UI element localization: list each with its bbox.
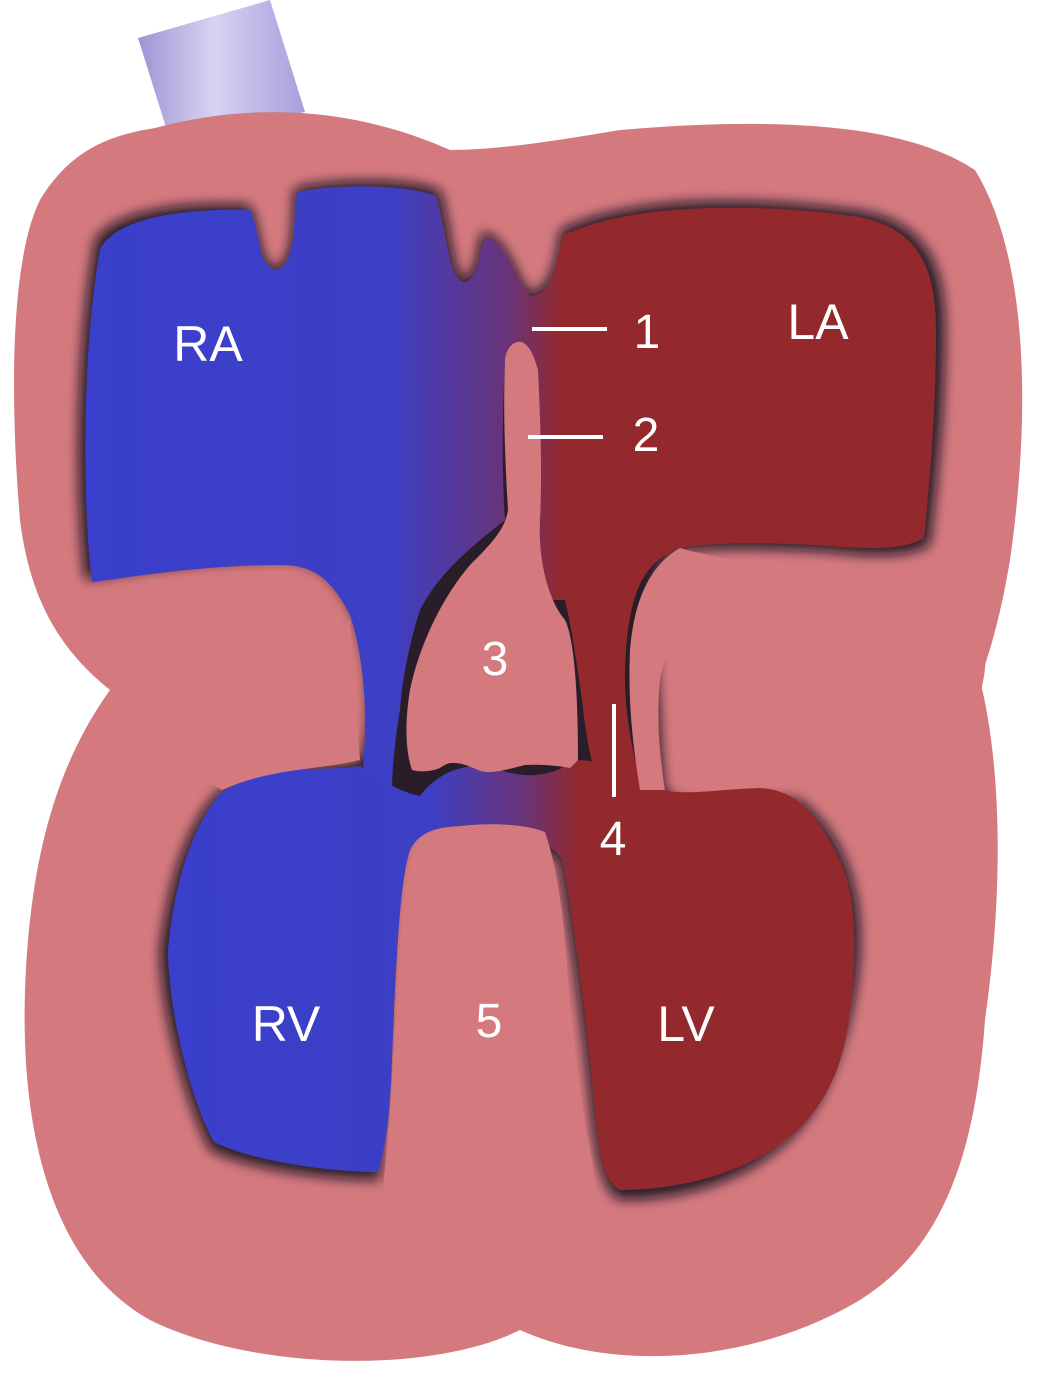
right-ventricle-label: RV <box>252 999 321 1049</box>
label-2: 2 <box>633 412 660 460</box>
label-5: 5 <box>476 998 503 1046</box>
left-ventricle-label: LV <box>657 999 714 1049</box>
label-3: 3 <box>482 636 509 684</box>
label-1: 1 <box>634 309 661 357</box>
left-atrium-label: LA <box>787 297 848 347</box>
label-4: 4 <box>600 816 627 864</box>
right-atrium-label: RA <box>173 319 242 369</box>
